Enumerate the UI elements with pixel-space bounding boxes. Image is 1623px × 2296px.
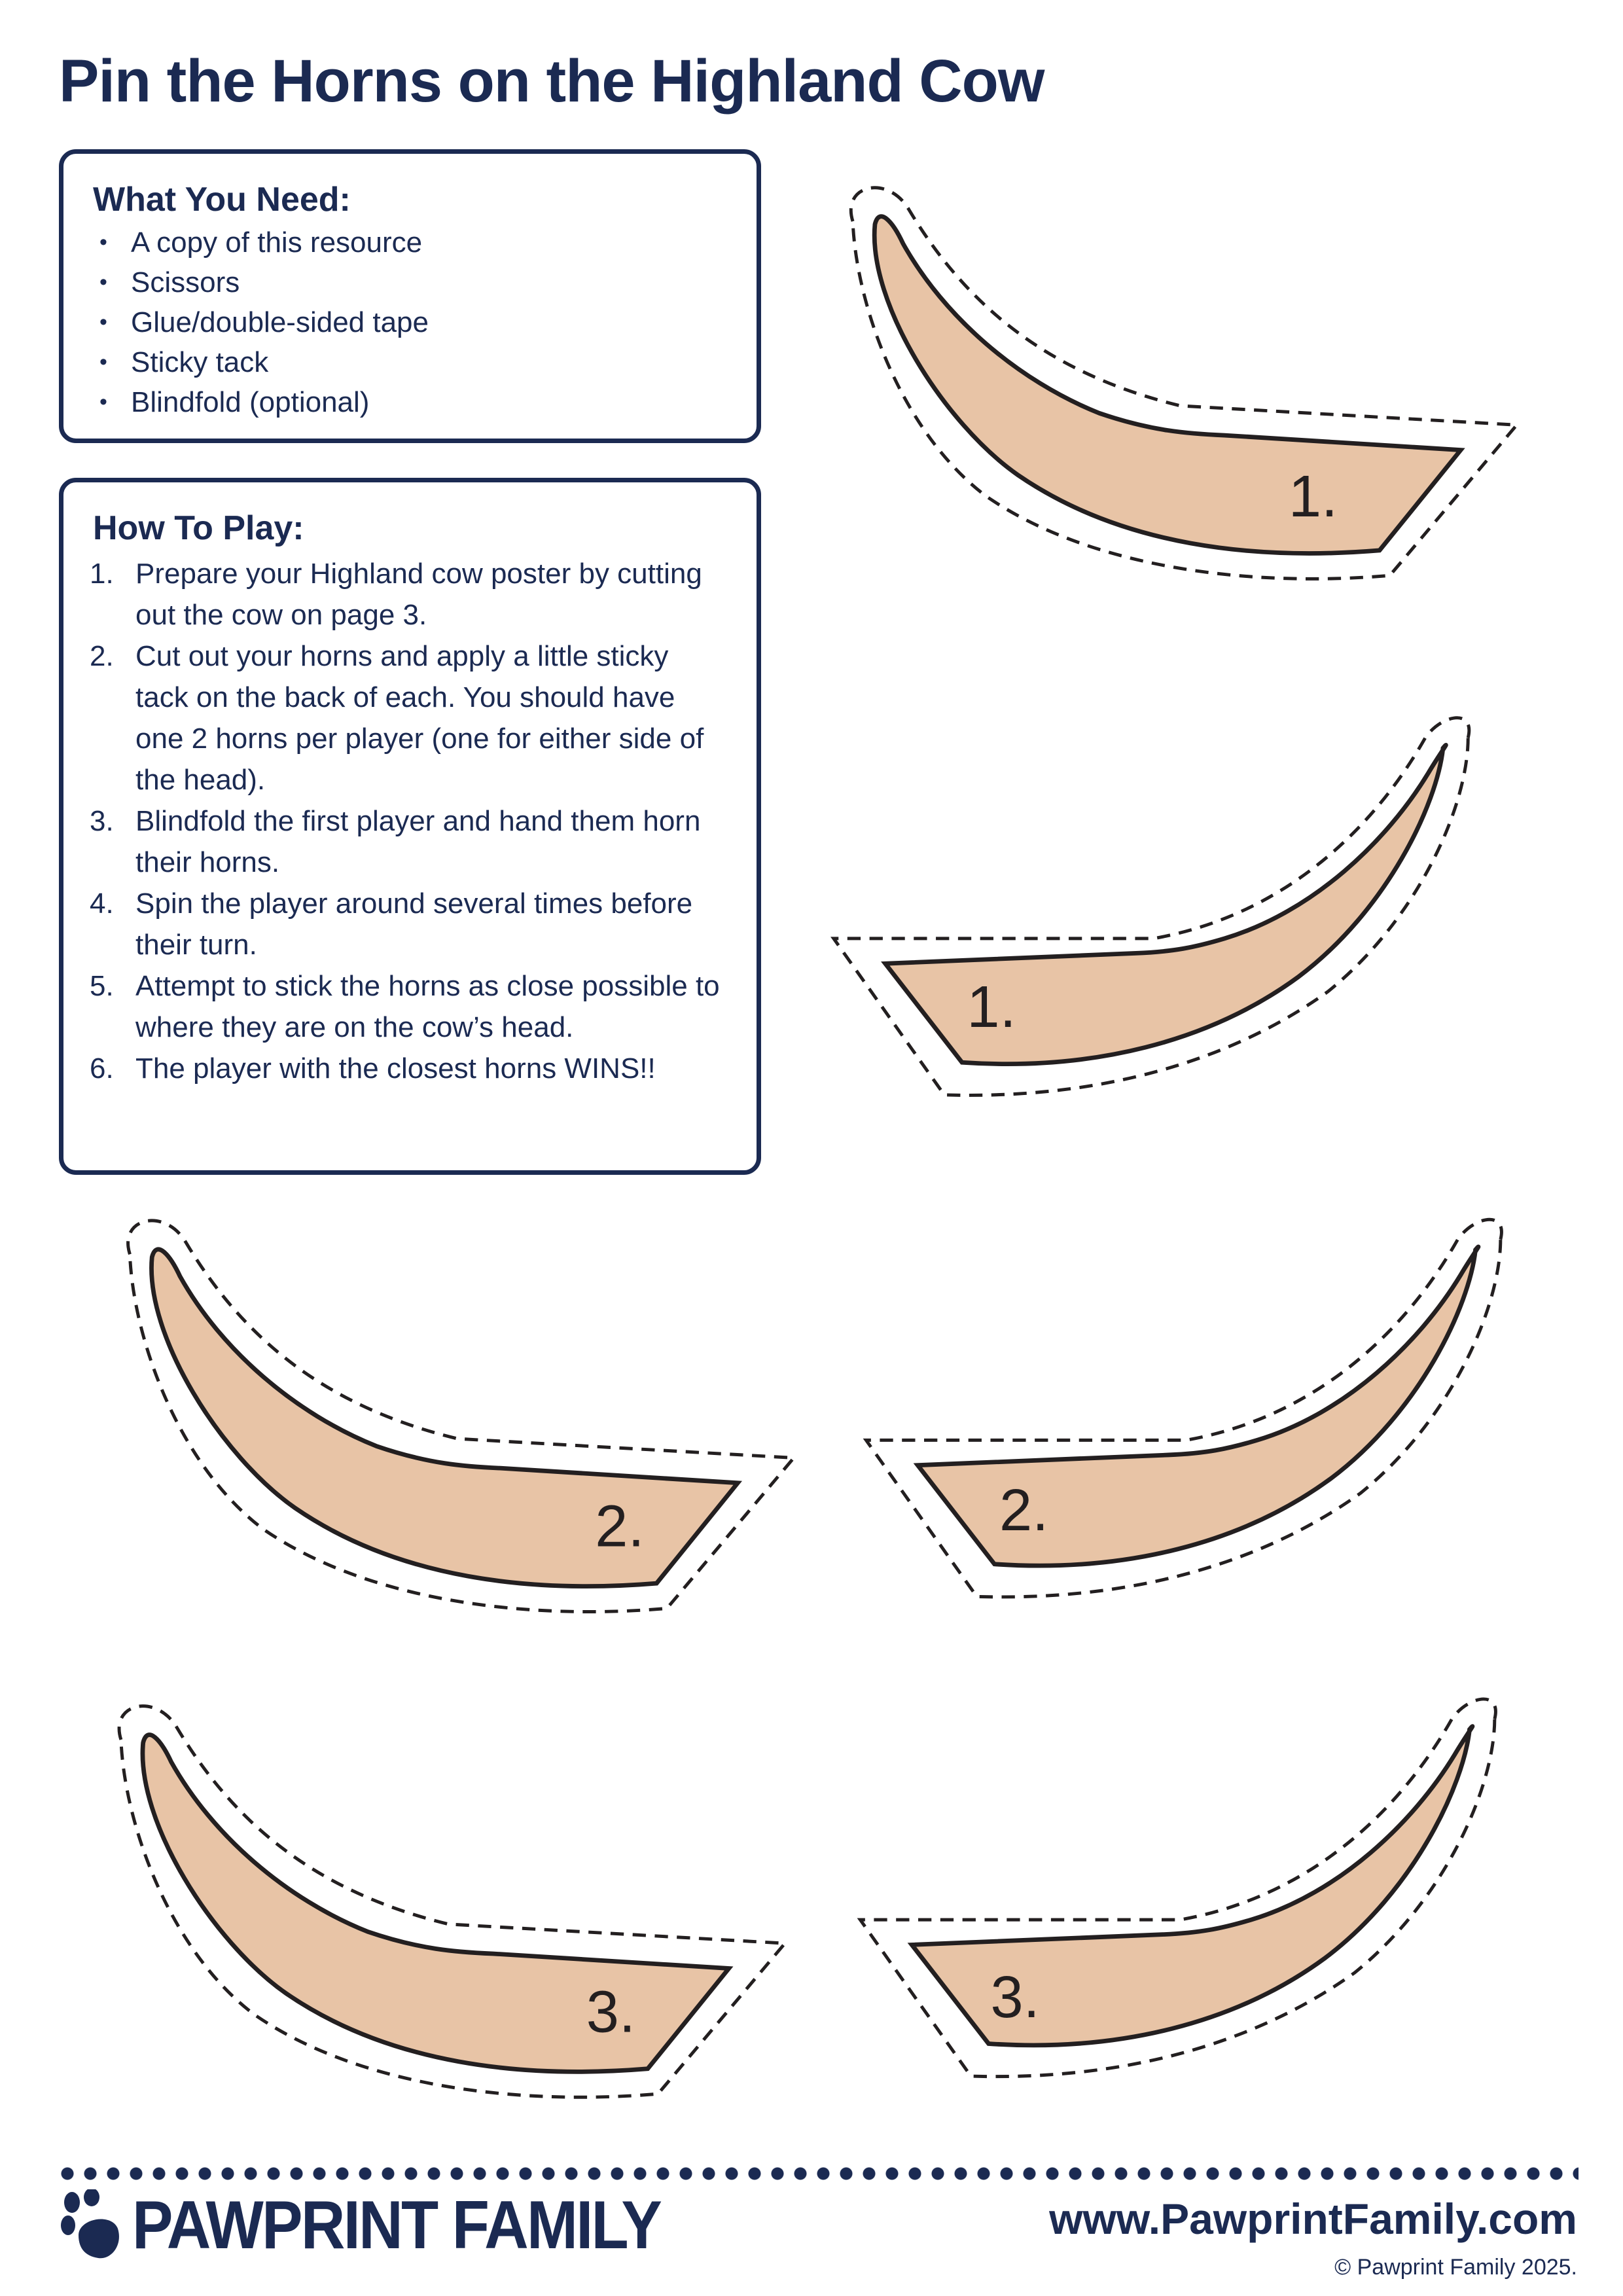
list-item: • Sticky tack [93, 342, 429, 382]
step-item: 2. Cut out your horns and apply a little … [90, 636, 724, 800]
horn-label: 1. [967, 974, 1016, 1040]
horn-1-right[interactable]: 1. [834, 718, 1469, 1096]
how-to-play-box: How To Play: 1. Prepare your Highland cow… [59, 478, 761, 1175]
step-number: 5. [90, 970, 114, 1002]
paw-icon [61, 2189, 119, 2259]
materials-list: • A copy of this resource • Scissors • Glue… [93, 223, 429, 422]
item-text: Glue/double-sided tape [131, 306, 429, 338]
bullet-icon: • [99, 389, 107, 414]
step-number: 1. [90, 558, 114, 590]
list-item: • Blindfold (optional) [93, 382, 429, 422]
list-item: • A copy of this resource [93, 223, 429, 262]
brand-name: PAWPRINT FAMILY [132, 2187, 662, 2263]
list-item: • Glue/double-sided tape [93, 302, 429, 342]
horn-3-right[interactable]: 3. [860, 1699, 1495, 2077]
bullet-icon: • [99, 350, 107, 374]
website-link[interactable]: www.PawprintFamily.com [1049, 2195, 1577, 2243]
item-text: Sticky tack [131, 346, 269, 378]
horn-3-left[interactable]: 3. [119, 1706, 785, 2098]
steps-list: 1. Prepare your Highland cow poster by cu… [90, 553, 724, 1089]
step-number: 6. [90, 1052, 114, 1085]
step-item: 4. Spin the player around several times b… [90, 883, 724, 965]
item-text: A copy of this resource [131, 226, 423, 259]
step-item: 6. The player with the closest horns WINS… [90, 1048, 724, 1089]
brand-logo: PAWPRINT FAMILY [59, 2186, 719, 2265]
page-title: Pin the Horns on the Highland Cow [59, 48, 1044, 115]
horn-1-left[interactable]: 1. [851, 188, 1516, 579]
bullet-icon: • [99, 230, 107, 255]
step-text: Cut out your horns and apply a little st… [135, 640, 704, 796]
horn-label: 3. [991, 1964, 1040, 2030]
item-text: Scissors [131, 266, 240, 298]
how-to-play-heading: How To Play: [93, 509, 304, 547]
horn-label: 2. [595, 1494, 644, 1560]
horn-label: 1. [1289, 463, 1338, 529]
step-text: Prepare your Highland cow poster by cutt… [135, 558, 702, 631]
what-you-need-heading: What You Need: [93, 181, 351, 219]
copyright: © Pawprint Family 2025. [1334, 2255, 1577, 2280]
step-item: 3. Blindfold the first player and hand th… [90, 800, 724, 883]
step-item: 5. Attempt to stick the horns as close po… [90, 965, 724, 1048]
step-number: 2. [90, 640, 114, 672]
step-text: Blindfold the first player and hand them… [135, 805, 701, 878]
bullet-icon: • [99, 310, 107, 334]
dotted-divider [60, 2166, 1578, 2181]
horn-label: 2. [999, 1477, 1048, 1543]
bullet-icon: • [99, 270, 107, 295]
horn-2-left[interactable]: 2. [128, 1221, 794, 1612]
list-item: • Scissors [93, 262, 429, 302]
horn-label: 3. [586, 1979, 635, 2045]
step-number: 3. [90, 805, 114, 837]
step-item: 1. Prepare your Highland cow poster by cu… [90, 553, 724, 636]
item-text: Blindfold (optional) [131, 386, 370, 418]
step-number: 4. [90, 888, 114, 920]
step-text: Attempt to stick the horns as close poss… [135, 970, 720, 1043]
step-text: The player with the closest horns WINS!! [135, 1052, 656, 1085]
step-text: Spin the player around several times bef… [135, 888, 693, 961]
what-you-need-box: What You Need: • A copy of this resource … [59, 149, 761, 443]
horn-2-right[interactable]: 2. [866, 1219, 1501, 1597]
